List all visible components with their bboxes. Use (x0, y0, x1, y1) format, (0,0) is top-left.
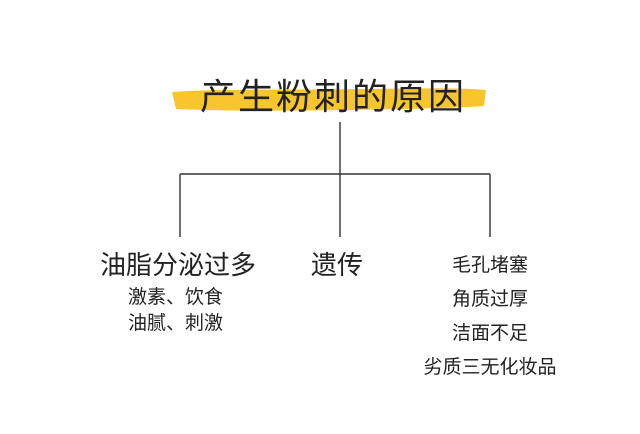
branch-oil-subitems: 激素、饮食 油腻、刺激 (128, 284, 223, 336)
list-item: 激素、饮食 (128, 286, 224, 308)
title-highlight-brush (172, 88, 486, 111)
list-item: 油腻、刺激 (128, 312, 224, 334)
root-title: 产生粉刺的原因 (200, 77, 467, 118)
list-item: 洁面不足 (451, 322, 528, 344)
list-item: 劣质三无化妆品 (423, 356, 557, 378)
branch-oil-title: 油脂分泌过多 (100, 251, 257, 281)
root-node: 产生粉刺的原因 (168, 62, 488, 122)
branch-genetics-title: 遗传 (311, 251, 364, 281)
branch-pores-items: 毛孔堵塞 角质过厚 洁面不足 劣质三无化妆品 (418, 248, 562, 384)
list-item: 角质过厚 (451, 288, 528, 310)
list-item: 毛孔堵塞 (451, 254, 528, 276)
